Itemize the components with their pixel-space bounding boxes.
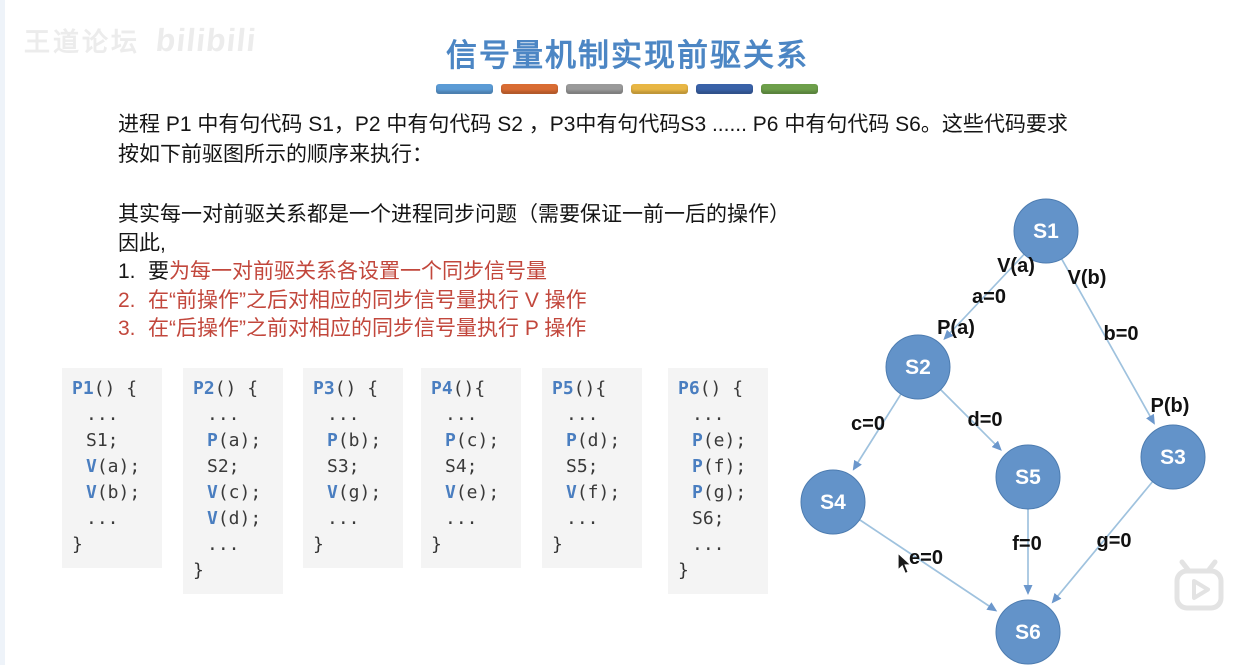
rule-red-text: 在“前操作”之后对相应的同步信号量执行 V 操作 (148, 288, 587, 312)
bar-blue (436, 84, 493, 94)
node-label-S3: S3 (1160, 446, 1186, 469)
edge-S1-S3 (1060, 258, 1155, 425)
node-label-S1: S1 (1033, 220, 1059, 243)
node-S4 (800, 469, 866, 535)
edge-label-V(a): V(a) (997, 255, 1035, 277)
edge-label-g=0: g=0 (1096, 530, 1131, 552)
node-label-S5: S5 (1015, 466, 1041, 489)
node-S1 (1013, 198, 1079, 264)
rule-number: 2. (118, 288, 136, 312)
edge-label-e=0: e=0 (909, 547, 943, 569)
rule-red-text: 在“后操作”之前对相应的同步信号量执行 P 操作 (148, 317, 587, 340)
analysis-line-2: 因此, (118, 231, 166, 255)
code-block-P6: P6() {...P(e);P(f);P(g);S6;...} (668, 368, 768, 594)
code-block-P3: P3() {...P(b);S3;V(g);...} (303, 368, 403, 568)
mouse-pointer-icon (897, 552, 913, 575)
node-S2 (885, 334, 951, 400)
intro-line-1: 进程 P1 中有句代码 S1，P2 中有句代码 S2 ，P3中有句代码S3 ..… (118, 113, 1068, 136)
code-block-P5: P5(){...P(d);S5;V(f);...} (542, 368, 642, 568)
bilibili-play-button[interactable] (1172, 558, 1230, 623)
bilibili-tv-play-icon (1174, 559, 1224, 611)
code-block-P1: P1() {...S1;V(a);V(b);...} (62, 368, 162, 568)
node-label-S4: S4 (820, 491, 846, 514)
rule-item-3: 3. 在“后操作”之前对相应的同步信号量执行 P 操作 (118, 315, 898, 344)
rule-lead-text: 要 (148, 260, 169, 283)
left-edge-strip (0, 0, 5, 665)
process-code-row: P1() {...S1;V(a);V(b);...}P2() {...P(a);… (0, 368, 800, 665)
edge-label-V(b): V(b) (1068, 267, 1107, 289)
node-label-S2: S2 (905, 356, 931, 379)
node-label-S6: S6 (1015, 621, 1041, 644)
edge-S3-S6 (1051, 481, 1154, 604)
edge-S2-S5 (940, 389, 1002, 451)
edge-label-b=0: b=0 (1103, 323, 1138, 345)
node-S5 (995, 444, 1061, 510)
bar-navy (696, 84, 753, 94)
rule-item-1: 1. 要为每一对前驱关系各设置一个同步信号量 (118, 258, 898, 287)
bar-gray (566, 84, 623, 94)
intro-line-2: 按如下前驱图所示的顺序来执行： (118, 143, 433, 166)
edge-label-P(b): P(b) (1151, 395, 1190, 417)
edge-S1-S2 (943, 253, 1025, 341)
code-block-P2: P2() {...P(a);S2;V(c);V(d);...} (183, 368, 283, 594)
node-S6 (995, 599, 1061, 665)
edge-label-c=0: c=0 (851, 413, 885, 435)
intro-paragraph: 进程 P1 中有句代码 S1，P2 中有句代码 S2 ，P3中有句代码S3 ..… (118, 110, 1158, 170)
bar-green (761, 84, 818, 94)
node-S3 (1140, 424, 1206, 490)
edge-label-a=0: a=0 (972, 286, 1006, 308)
edge-label-d=0: d=0 (967, 409, 1002, 431)
edge-S2-S4 (852, 393, 902, 471)
title-underline-bars (436, 84, 818, 94)
analysis-paragraph: 其实每一对前驱关系都是一个进程同步问题（需要保证一前一后的操作） 因此, 1. 要… (118, 201, 898, 344)
code-block-P4: P4(){...P(c);S4;V(e);...} (421, 368, 521, 568)
edge-label-P(a): P(a) (937, 317, 975, 339)
rule-red-text: 为每一对前驱关系各设置一个同步信号量 (169, 260, 547, 283)
rule-number: 3. (118, 317, 136, 340)
bar-yellow (631, 84, 688, 94)
bar-orange (501, 84, 558, 94)
edge-label-f=0: f=0 (1012, 533, 1041, 555)
page-title: 信号量机制实现前驱关系 (446, 38, 809, 73)
watermark-site-text: 王道论坛 (24, 27, 141, 57)
analysis-line-1: 其实每一对前驱关系都是一个进程同步问题（需要保证一前一后的操作） (118, 203, 790, 226)
rule-number: 1. (118, 260, 136, 283)
edge-S4-S6 (859, 519, 998, 612)
watermark: 王道论坛 bilibili (24, 22, 258, 59)
rule-item-2: 2. 在“前操作”之后对相应的同步信号量执行 V 操作 (118, 287, 898, 316)
